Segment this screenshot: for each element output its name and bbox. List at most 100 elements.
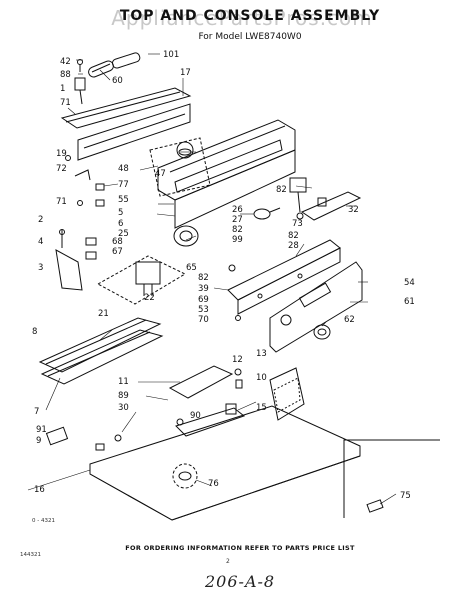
sheet-code: 144321 bbox=[20, 552, 41, 558]
part-26-27-connector bbox=[253, 207, 281, 220]
part-13-clip bbox=[235, 379, 243, 389]
part-72-wire bbox=[74, 169, 91, 181]
callout-25: 25 bbox=[118, 229, 129, 239]
callout-67: 67 bbox=[112, 247, 123, 257]
callout-82-d: 82 bbox=[198, 273, 209, 283]
callout-1: 1 bbox=[60, 84, 65, 94]
callout-101: 101 bbox=[163, 50, 179, 60]
part-11-cover bbox=[168, 365, 234, 399]
callout-71-mid: 71 bbox=[56, 197, 67, 207]
page-number: 2 bbox=[226, 558, 230, 565]
part-91-pad bbox=[45, 426, 69, 446]
part-90-fastener bbox=[176, 418, 184, 426]
part-62-knob bbox=[313, 324, 331, 340]
part-42-screw bbox=[77, 59, 83, 72]
callout-55: 55 bbox=[118, 195, 129, 205]
part-70-screw bbox=[235, 315, 241, 321]
part-19-screw bbox=[65, 155, 71, 161]
callout-88: 88 bbox=[60, 70, 71, 80]
callout-8: 8 bbox=[32, 327, 37, 337]
part-67-clip bbox=[85, 251, 97, 260]
part-77-clip bbox=[95, 183, 105, 191]
callout-labels: 101 42 88 60 1 71 17 19 72 48 47 77 71 5… bbox=[32, 50, 415, 501]
callout-39: 39 bbox=[198, 284, 209, 294]
part-21-switch-assembly bbox=[96, 255, 187, 305]
part-88-bracket bbox=[74, 77, 86, 105]
handwritten-note: 206-A-8 bbox=[205, 572, 276, 591]
callout-60: 60 bbox=[112, 76, 123, 86]
callout-73: 73 bbox=[292, 219, 303, 229]
callout-62: 62 bbox=[344, 315, 355, 325]
ordering-info-footer: FOR ORDERING INFORMATION REFER TO PARTS … bbox=[125, 544, 355, 552]
callout-27: 27 bbox=[232, 215, 243, 225]
part-54-control-panel bbox=[269, 261, 363, 353]
callout-61: 61 bbox=[404, 297, 415, 307]
callout-28: 28 bbox=[288, 241, 299, 251]
callout-15: 15 bbox=[256, 403, 267, 413]
leader-lines bbox=[27, 53, 397, 505]
callout-16: 16 bbox=[34, 485, 45, 495]
callout-53: 53 bbox=[198, 305, 209, 315]
part-71-clip bbox=[95, 199, 105, 207]
part-16-top-panel bbox=[89, 405, 361, 521]
part-10-filter bbox=[269, 367, 305, 421]
callout-77: 77 bbox=[118, 180, 129, 190]
part-39-screw bbox=[228, 264, 236, 272]
callout-17: 17 bbox=[180, 68, 191, 78]
callout-4: 4 bbox=[38, 237, 43, 247]
part-1-console-back-panel bbox=[60, 87, 192, 161]
callout-75: 75 bbox=[400, 491, 411, 501]
callout-89: 89 bbox=[118, 391, 129, 401]
callout-71-top: 71 bbox=[60, 98, 71, 108]
part-32-panel bbox=[300, 191, 362, 221]
part-12-screw bbox=[234, 368, 242, 376]
part-8-trim bbox=[38, 317, 162, 373]
callout-6: 6 bbox=[118, 219, 123, 229]
part-60-tube bbox=[88, 60, 114, 78]
callout-82-a: 82 bbox=[276, 185, 287, 195]
callout-70: 70 bbox=[198, 315, 209, 325]
callout-69: 69 bbox=[198, 295, 209, 305]
watermark: AppliancePartsPros.com bbox=[111, 6, 373, 30]
part-9-clip bbox=[95, 443, 105, 451]
diagram-title: TOP AND CONSOLE ASSEMBLY bbox=[119, 8, 381, 24]
callout-90: 90 bbox=[190, 411, 201, 421]
callout-10: 10 bbox=[256, 373, 267, 383]
callout-26: 26 bbox=[232, 205, 243, 215]
diagram-subtitle: For Model LWE8740W0 bbox=[198, 32, 302, 42]
part-55-console-housing bbox=[157, 119, 296, 229]
part-30-screw bbox=[114, 434, 122, 442]
callout-7: 7 bbox=[34, 407, 39, 417]
callout-54: 54 bbox=[404, 278, 415, 288]
callout-99: 99 bbox=[232, 235, 243, 245]
part-65-knob bbox=[173, 225, 199, 247]
callout-19: 19 bbox=[56, 149, 67, 159]
callout-68: 68 bbox=[112, 237, 123, 247]
callout-48: 48 bbox=[118, 164, 129, 174]
drawing-reference-code: 0 - 4321 bbox=[32, 518, 55, 524]
callout-5: 5 bbox=[118, 208, 123, 218]
callout-47: 47 bbox=[155, 169, 166, 179]
part-68-clip bbox=[85, 237, 97, 246]
part-48-47-dashed-box bbox=[149, 137, 211, 197]
callout-76: 76 bbox=[208, 479, 219, 489]
callout-11: 11 bbox=[118, 377, 129, 387]
part-75-inset bbox=[343, 439, 440, 518]
callout-91: 91 bbox=[36, 425, 47, 435]
callout-65: 65 bbox=[186, 263, 197, 273]
part-4-bracket bbox=[55, 229, 83, 291]
part-69-bracket bbox=[227, 239, 341, 315]
callout-82-c: 82 bbox=[288, 231, 299, 241]
callout-72: 72 bbox=[56, 164, 67, 174]
callout-42: 42 bbox=[60, 57, 71, 67]
part-71-screw bbox=[77, 200, 83, 206]
callout-12: 12 bbox=[232, 355, 243, 365]
callout-3: 3 bbox=[38, 263, 43, 273]
callout-82-b: 82 bbox=[232, 225, 243, 235]
part-73-switch bbox=[289, 177, 307, 220]
part-7-trim bbox=[40, 329, 164, 385]
callout-13: 13 bbox=[256, 349, 267, 359]
callout-32: 32 bbox=[348, 205, 359, 215]
